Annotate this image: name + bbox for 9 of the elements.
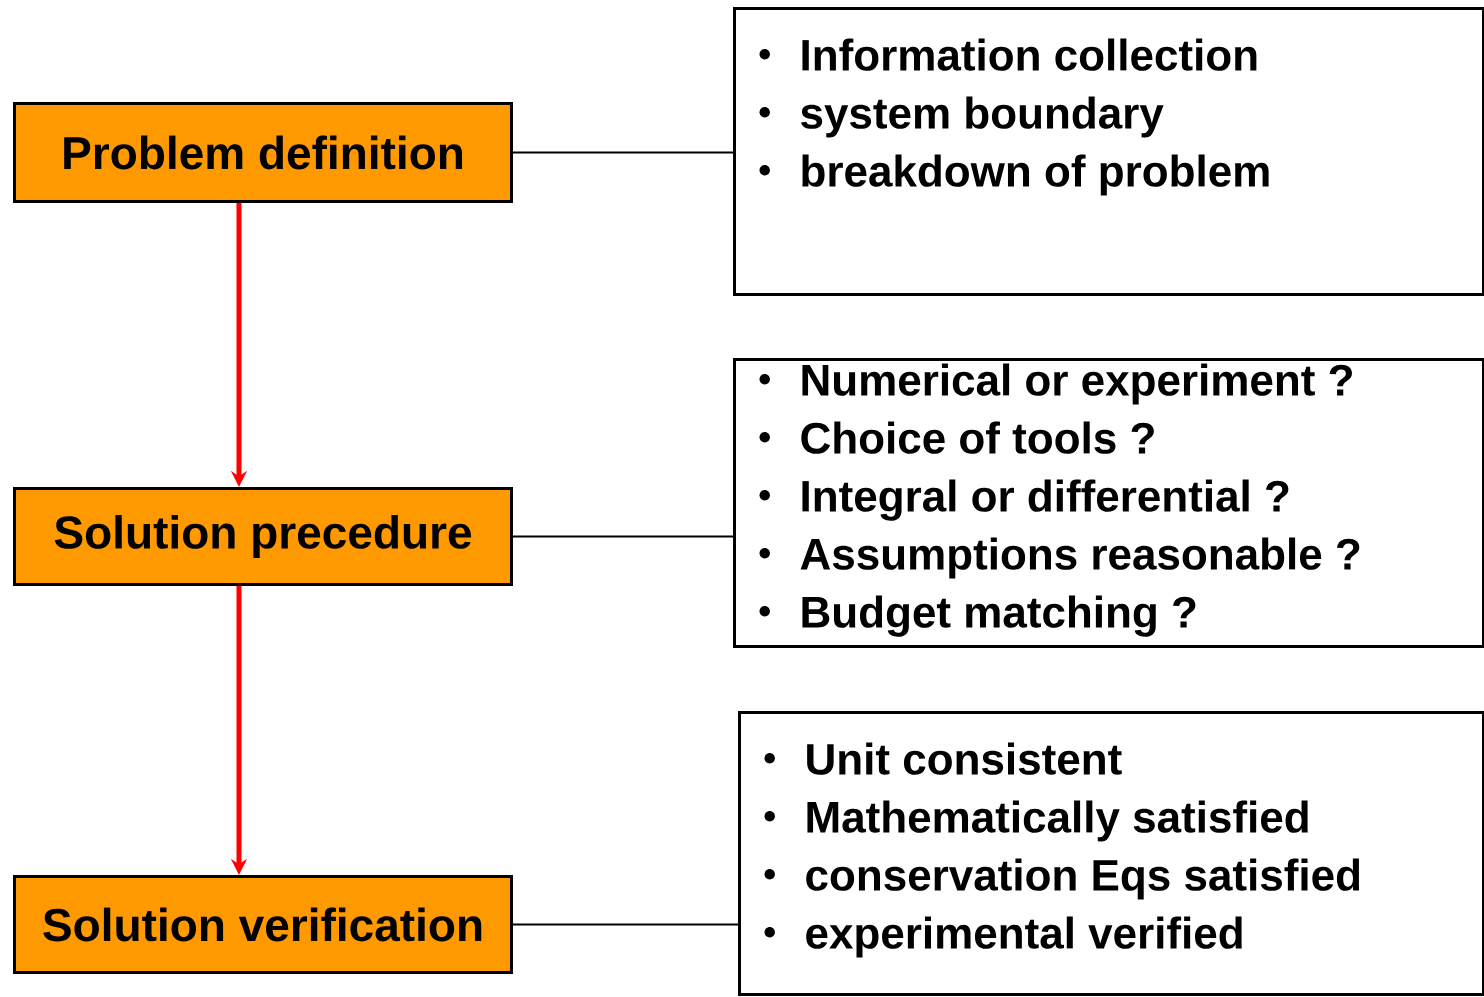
- step-box: Solution precedure: [13, 487, 513, 586]
- bullet-list-box: Information collection system boundary breakdown of problem: [733, 7, 1484, 296]
- connector-line: [512, 535, 734, 538]
- bullet-list-box: Unit consistent Mathematically satisfied conservation Eqs satisfied experimental verified: [738, 711, 1484, 996]
- connector-line: [512, 151, 734, 154]
- bullet-list-box: Numerical or experiment ? Choice of tools ? Integral or differential ? Assumptions reasonable ? Budget matching ?: [733, 358, 1484, 648]
- step-box: Problem definition: [13, 102, 513, 203]
- step-box: Solution verification: [13, 875, 513, 974]
- connector-line: [512, 923, 739, 926]
